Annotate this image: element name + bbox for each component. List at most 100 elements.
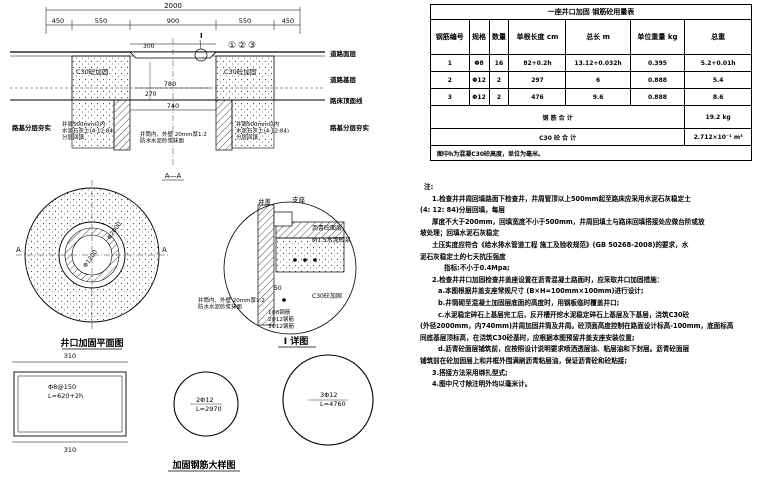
label-road-surface: 道路面层 bbox=[330, 49, 357, 58]
dim-740: 740 bbox=[167, 102, 179, 110]
dim-300: 300 bbox=[143, 43, 155, 50]
note-line: 土压实度应符合《给水排水管道工程 施工及验收规范》(GB 50268-2008)… bbox=[432, 240, 689, 249]
note-line: b.井筒砌至混凝土加固层底面的高度时，用钢板临时覆盖井口; bbox=[438, 298, 620, 307]
note-line: 4.图中尺寸除注明外均以毫米计。 bbox=[432, 380, 532, 389]
table-cell: 2 bbox=[488, 71, 510, 89]
detail-bar2: 2Φ12钢筋 bbox=[268, 315, 294, 323]
plan-view: A A Φ2000 Φ1200 井口加固平面图 bbox=[16, 180, 168, 350]
note-line: 指标:不小于0.4Mpa; bbox=[444, 264, 510, 273]
bar2-label: 2Φ12 bbox=[196, 396, 214, 404]
dim-left: 450 bbox=[52, 17, 64, 25]
table-header: 单根长度 cm bbox=[508, 19, 567, 55]
detail-view: 井盖 支座 沥青砼面层 M7.5水泥砂浆 C30砼加固 50 井筒内、外壁 20… bbox=[198, 195, 357, 348]
label-c30-left: C30砼加固 bbox=[76, 67, 108, 76]
table-cell: 16 bbox=[488, 54, 510, 72]
section-view: 2000 450 550 900 550 450 300 bbox=[10, 2, 370, 181]
note-line: (外径2000mm，内740mm)井周加固井筒及井周。砼顶面高度控制在路面设计标… bbox=[420, 322, 734, 331]
detail-title: I 详图 bbox=[284, 335, 308, 347]
detail-bar3: 3Φ12钢筋 bbox=[268, 322, 294, 330]
detail-well-cover: 井盖 bbox=[258, 197, 272, 206]
plan-title: 井口加固平面图 bbox=[60, 337, 123, 349]
table-cell: 3 bbox=[430, 88, 470, 106]
note-line: d.沥青砼面层铺筑前，应按照设计说明要求喷洒透层油、粘层油和下封层。沥青砼面层 bbox=[438, 345, 690, 354]
note-line: 坡处理；回填水泥石灰稳定 bbox=[420, 229, 500, 238]
table-cell: 5.2+0.01h bbox=[684, 54, 752, 72]
note-line: 同底基层顶标高，在浇筑C30砼基时，应根据本图预留井盖支座安装位置; bbox=[420, 333, 635, 342]
label-road-base: 道路基层 bbox=[330, 75, 357, 84]
bar1-bottom-dim: 310 bbox=[64, 446, 76, 454]
bar3-length: L=4760 bbox=[320, 400, 346, 408]
detail-bar1: 1Φ8钢筋 bbox=[268, 308, 291, 316]
note-line: 厚度不大于200mm，回填宽度不小于500mm，井周回填土与路床回填搭接处应做台… bbox=[432, 217, 705, 226]
label-c30-right: C30砼加固 bbox=[224, 67, 256, 76]
bar1-top-dim: 310 bbox=[64, 352, 76, 360]
notes-heading: 注: bbox=[424, 183, 434, 191]
label-subbase-right: 路基分层夯实 bbox=[330, 123, 370, 132]
material-table: 一座井口加固 钢筋砼用量表 钢筋编号 规格 数量 单根长度 cm 总长 m 单位… bbox=[429, 4, 752, 161]
table-cell: 1 bbox=[430, 54, 470, 72]
table-cell: 0.888 bbox=[629, 88, 686, 106]
detail-mortar: M7.5水泥砂浆 bbox=[312, 236, 351, 244]
table-row: 3 Φ12 2 476 9.6 0.888 8.6 bbox=[430, 88, 752, 106]
note-line: 泥石灰稳定土的七天抗压强度 bbox=[420, 252, 506, 261]
rebar-title: 加固钢筋大样图 bbox=[171, 459, 235, 471]
note-line: 3.搭接方法采用绑扎型式; bbox=[432, 368, 508, 377]
callout-1: ① bbox=[228, 41, 236, 51]
rebar-view: 310 Φ8@150 L=620+2h 310 2Φ12 L=2970 3Φ12… bbox=[12, 352, 374, 472]
plan-mark-left: A bbox=[16, 246, 21, 254]
table-cell: Φ12 bbox=[468, 88, 490, 106]
table-cell: Φ12 bbox=[468, 71, 490, 89]
table-cell: 0.395 bbox=[629, 54, 686, 72]
callout-3: ③ bbox=[248, 41, 256, 51]
dim-780: 780 bbox=[164, 80, 176, 88]
c30-total-label: C30 砼 合 计 bbox=[429, 128, 686, 146]
bar1-length: L=620+2h bbox=[48, 392, 83, 400]
dim-mid-left: 550 bbox=[95, 17, 107, 25]
detail-support: 支座 bbox=[292, 195, 306, 204]
steel-total-label: 钢 筋 合 计 bbox=[429, 105, 686, 129]
dim-right: 450 bbox=[282, 17, 294, 25]
bar3-label: 3Φ12 bbox=[320, 391, 338, 399]
table-header: 总重 bbox=[684, 19, 752, 55]
note-line: 2.检查井井口加固检查井盖座设置在沥青混凝土路面时，应采取井口加固措施： bbox=[432, 275, 664, 284]
drawing-canvas: 2000 450 550 900 550 450 300 bbox=[10, 2, 374, 472]
table-cell: 9.6 bbox=[565, 88, 631, 106]
table-header: 总长 m bbox=[565, 19, 631, 55]
plan-mark-right: A bbox=[162, 246, 167, 254]
table-title: 一座井口加固 钢筋砼用量表 bbox=[430, 4, 752, 20]
table-cell: 5.4 bbox=[684, 71, 752, 89]
dim-total: 2000 bbox=[164, 2, 182, 10]
table-header: 钢筋编号 bbox=[430, 19, 470, 55]
note-line: c.水泥稳定碎石上基层完工后，反开槽开挖水泥稳定碎石上基层及下基层，浇筑C30砼 bbox=[438, 310, 690, 319]
note-line: 1.检查井井周回填路面下检查井，井周管顶以上500mm起至路床应采用水泥石灰稳定… bbox=[432, 194, 691, 203]
dim-center: 900 bbox=[167, 17, 179, 25]
detail-asphalt: 沥青砼面层 bbox=[312, 224, 342, 232]
c30-total-value: 2.712×10⁻¹ m³ bbox=[684, 128, 752, 146]
label-fill-right: 井周500mm以内水泥石灰土(4:12:84)分层回填 bbox=[236, 120, 289, 141]
dim-mid-right: 550 bbox=[239, 17, 251, 25]
dim-270: 270 bbox=[145, 91, 157, 98]
table-cell: 2 bbox=[430, 71, 470, 89]
table-cell: Φ8 bbox=[468, 54, 490, 72]
bar1-label: Φ8@150 bbox=[48, 383, 76, 391]
steel-total-value: 19.2 kg bbox=[684, 105, 752, 129]
section-title: A—A bbox=[165, 172, 182, 180]
label-subgrade-top: 路床顶面线 bbox=[330, 96, 363, 105]
detail-depth: 50 bbox=[274, 285, 282, 292]
note-line: (4: 12: 84)分层回填，每层 bbox=[420, 206, 505, 215]
note-line: 铺筑前在砼加固层上和井框外围满刷沥青粘层油，保证沥青砼和砼粘接; bbox=[420, 356, 628, 365]
table-note: 图中h为混凝C30砼高度，单位为毫米。 bbox=[430, 145, 752, 161]
table-row: 2 Φ12 2 297 6 0.888 5.4 bbox=[430, 71, 752, 89]
table-cell: 297 bbox=[508, 71, 567, 89]
detail-mark: I bbox=[200, 32, 203, 40]
callout-2: ② bbox=[238, 41, 246, 51]
note-line: a.本图根据井盖支座常规尺寸 (B×H=100mm×100mm)进行设计; bbox=[438, 287, 644, 296]
table-header: 数量 bbox=[488, 19, 510, 55]
label-subbase-left: 路基分层夯实 bbox=[12, 123, 52, 132]
table-header: 单位重量 kg bbox=[629, 19, 686, 55]
table-cell: 8.6 bbox=[684, 88, 752, 106]
table-row: 1 Φ8 16 82+0.2h 13.12+0.032h 0.395 5.2+0… bbox=[430, 54, 752, 72]
table-cell: 82+0.2h bbox=[508, 54, 567, 72]
